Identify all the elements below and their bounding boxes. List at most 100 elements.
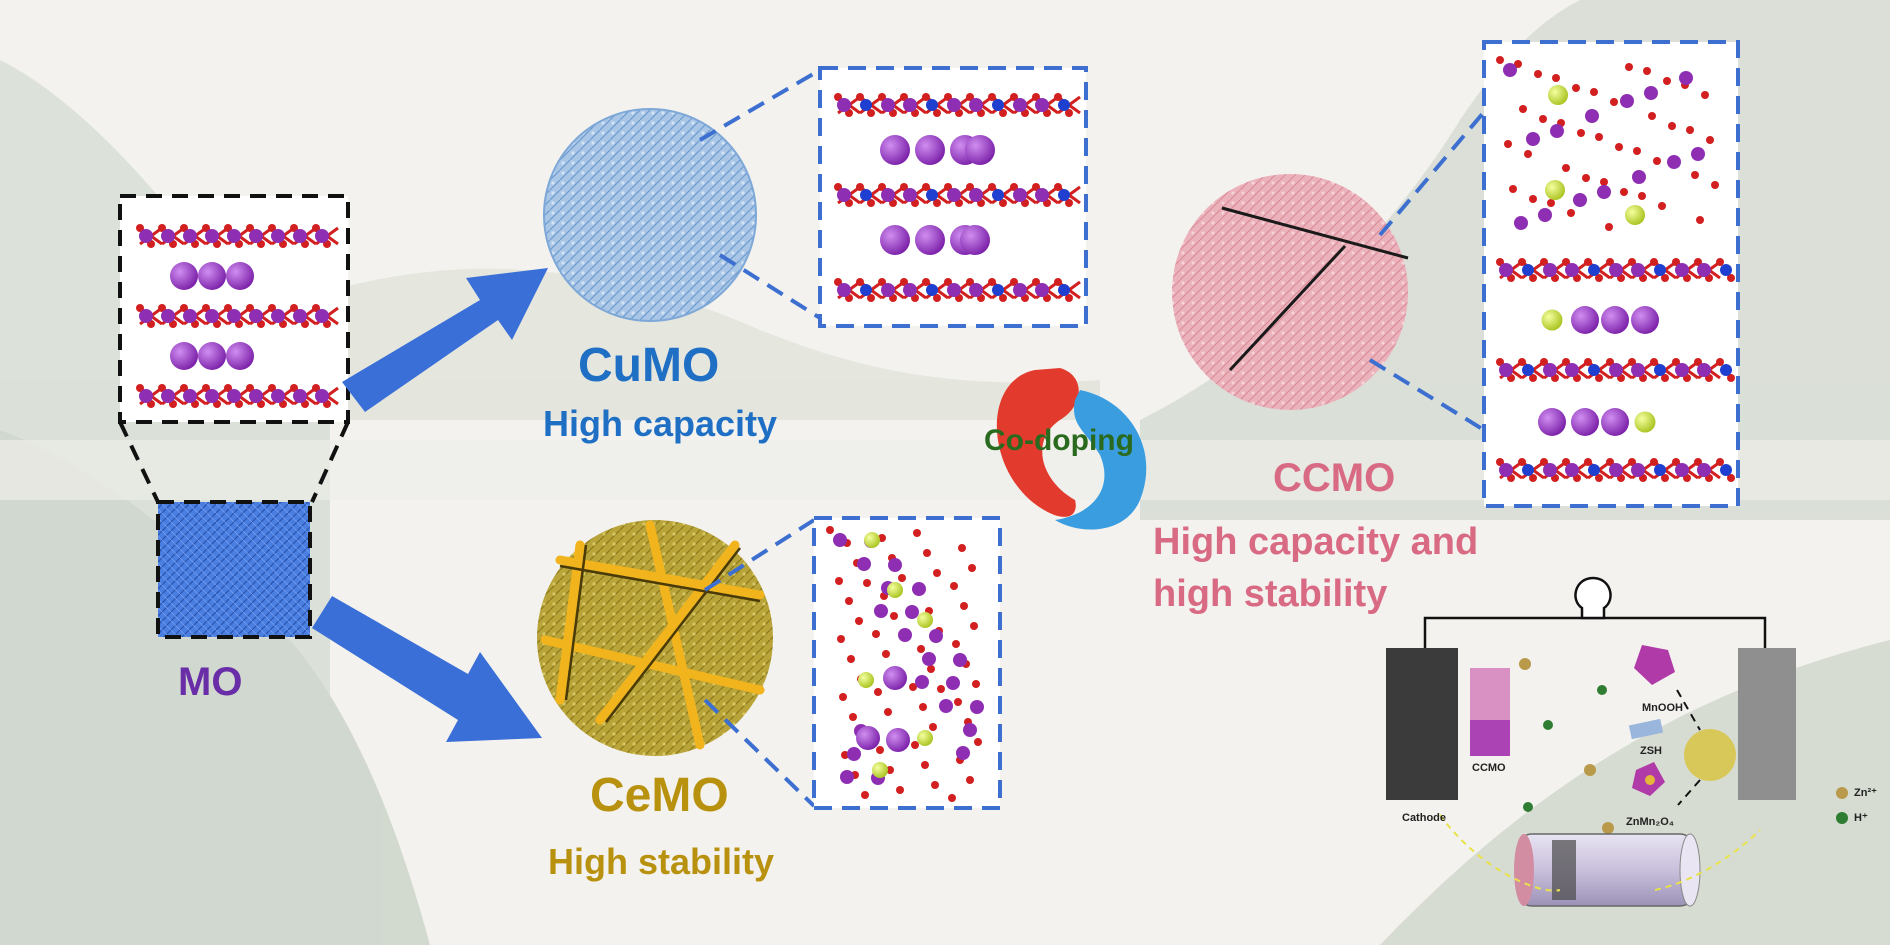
oxygen-atom [1065,294,1073,302]
manganese-atom [898,628,912,642]
manganese-atom [227,389,241,403]
oxygen-atom [1519,105,1527,113]
dopant-atom [860,99,872,111]
manganese-atom [1514,216,1528,230]
h-ion-legend-marker [1836,812,1848,824]
oxygen-atom [867,109,875,117]
manganese-atom [1632,170,1646,184]
dopant-atom [1654,464,1666,476]
oxygen-atom [1595,274,1603,282]
manganese-atom [271,309,285,323]
ccmo-label: CCMO [1273,456,1396,500]
oxygen-atom [1650,358,1658,366]
manganese-atom [1667,155,1681,169]
oxygen-atom [856,183,864,191]
manganese-atom [1499,263,1513,277]
oxygen-atom [1628,358,1636,366]
oxygen-atom [1584,258,1592,266]
zoom-connector-ccmo [1368,110,1486,432]
oxygen-atom [1540,358,1548,366]
oxygen-atom [966,776,974,784]
oxygen-atom [1540,458,1548,466]
oxygen-atom [1547,199,1555,207]
oxygen-atom [1577,129,1585,137]
oxygen-atom [1686,126,1694,134]
potassium-ion [856,726,880,750]
oxygen-atom [202,304,210,312]
oxygen-atom [158,384,166,392]
oxygen-atom [1672,358,1680,366]
oxygen-atom [180,224,188,232]
oxygen-atom [1706,136,1714,144]
manganese-atom [1675,263,1689,277]
codoping-label: Co-doping [984,424,1134,457]
cumo-label: CuMO [578,339,720,392]
oxygen-atom [1582,174,1590,182]
dopant-atom [860,284,872,296]
oxygen-atom [835,577,843,585]
oxygen-atom [913,529,921,537]
manganese-atom [139,309,153,323]
oxygen-atom [960,602,968,610]
cerium-ion [864,532,880,548]
manganese-atom [903,188,917,202]
manganese-atom [1597,185,1611,199]
oxygen-atom [1711,181,1719,189]
cerium-ion [1548,85,1568,105]
manganese-atom [315,309,329,323]
ccmo-particle [1172,174,1409,410]
oxygen-atom [863,579,871,587]
oxygen-atom [246,304,254,312]
manganese-atom [956,746,970,760]
oxygen-atom [1529,474,1537,482]
oxygen-atom [884,708,892,716]
ccmo-inset-label: CCMO [1472,762,1506,774]
oxygen-atom [1065,199,1073,207]
oxygen-atom [268,384,276,392]
cerium-ion [1625,205,1645,225]
oxygen-atom [1054,278,1062,286]
oxygen-atom [1701,91,1709,99]
dopant-atom [1588,264,1600,276]
oxygen-atom [944,93,952,101]
potassium-ion [1601,408,1629,436]
oxygen-atom [841,751,849,759]
manganese-atom [1565,363,1579,377]
oxygen-atom [1540,258,1548,266]
oxygen-atom [1633,147,1641,155]
manganese-atom [1675,363,1689,377]
oxygen-atom [224,384,232,392]
manganese-atom [1675,463,1689,477]
oxygen-atom [1562,258,1570,266]
dopant-atom [926,284,938,296]
manganese-atom [1538,208,1552,222]
dopant-atom [1058,284,1070,296]
oxygen-atom [931,781,939,789]
oxygen-atom [1691,171,1699,179]
potassium-ion [915,225,945,255]
oxygen-atom [1668,122,1676,130]
manganese-atom [1573,193,1587,207]
dopant-atom [1522,364,1534,376]
manganese-atom [1631,263,1645,277]
oxygen-atom [136,304,144,312]
oxygen-atom [1672,258,1680,266]
oxygen-atom [933,199,941,207]
znmn2o4-cluster-icon [1632,762,1665,796]
oxygen-atom [886,766,894,774]
dopant-atom [992,99,1004,111]
oxygen-atom [1539,115,1547,123]
oxygen-atom [1010,93,1018,101]
potassium-ion [886,728,910,752]
oxygen-atom [1032,93,1040,101]
oxygen-atom [202,384,210,392]
oxygen-atom [1620,188,1628,196]
oxygen-atom [933,109,941,117]
oxygen-atom [158,224,166,232]
oxygen-atom [1590,88,1598,96]
oxygen-atom [988,278,996,286]
manganese-atom [1526,132,1540,146]
cemo-label: CeMO [590,769,729,822]
oxygen-atom [966,93,974,101]
oxygen-atom [1606,358,1614,366]
